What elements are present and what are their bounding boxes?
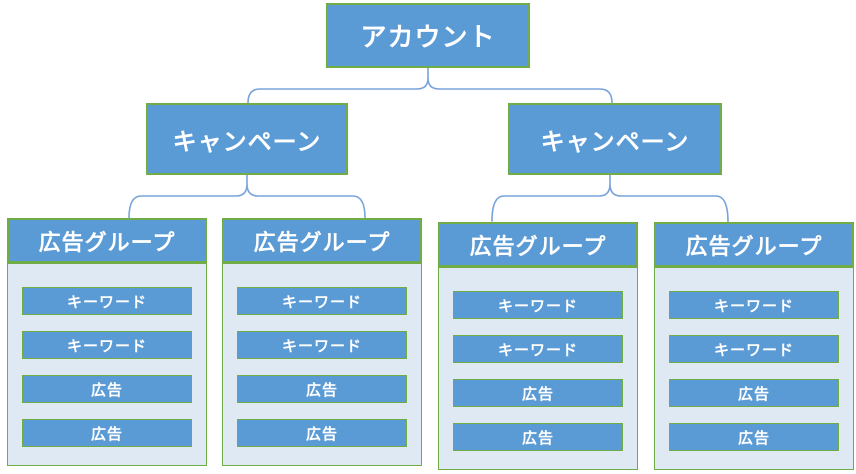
keyword-box: キーワード (669, 335, 839, 363)
ad-box: 広告 (669, 379, 839, 407)
keyword-box: キーワード (237, 331, 407, 359)
connector-campaign2-to-adgroups (491, 174, 729, 223)
campaign-box: キャンペーン (146, 103, 348, 175)
ad-group-panel: 広告グループ キーワード キーワード 広告 広告 (654, 222, 854, 470)
keyword-box: キーワード (22, 287, 192, 315)
keyword-box: キーワード (22, 331, 192, 359)
ad-box: 広告 (22, 419, 192, 447)
connector-account-to-campaigns (247, 67, 613, 104)
connector-campaign1-to-adgroups (128, 174, 366, 219)
ad-group-header: 広告グループ (438, 222, 638, 267)
campaign-box: キャンペーン (508, 103, 722, 175)
ad-box: 広告 (453, 423, 623, 451)
ad-group-body: キーワード キーワード 広告 広告 (7, 263, 207, 466)
ad-box: 広告 (453, 379, 623, 407)
ad-group-body: キーワード キーワード 広告 広告 (438, 267, 638, 470)
ad-group-panel: 広告グループ キーワード キーワード 広告 広告 (222, 218, 422, 466)
ad-group-body: キーワード キーワード 広告 広告 (654, 267, 854, 470)
ad-box: 広告 (237, 375, 407, 403)
ad-box: 広告 (22, 375, 192, 403)
ad-group-header: 広告グループ (654, 222, 854, 267)
account-box: アカウント (326, 3, 530, 68)
keyword-box: キーワード (453, 291, 623, 319)
keyword-box: キーワード (453, 335, 623, 363)
ad-group-header: 広告グループ (7, 218, 207, 263)
ad-box: 広告 (669, 423, 839, 451)
ad-box: 広告 (237, 419, 407, 447)
keyword-box: キーワード (669, 291, 839, 319)
keyword-box: キーワード (237, 287, 407, 315)
ad-group-header: 広告グループ (222, 218, 422, 263)
ad-group-body: キーワード キーワード 広告 広告 (222, 263, 422, 466)
ad-group-panel: 広告グループ キーワード キーワード 広告 広告 (7, 218, 207, 466)
ad-group-panel: 広告グループ キーワード キーワード 広告 広告 (438, 222, 638, 470)
